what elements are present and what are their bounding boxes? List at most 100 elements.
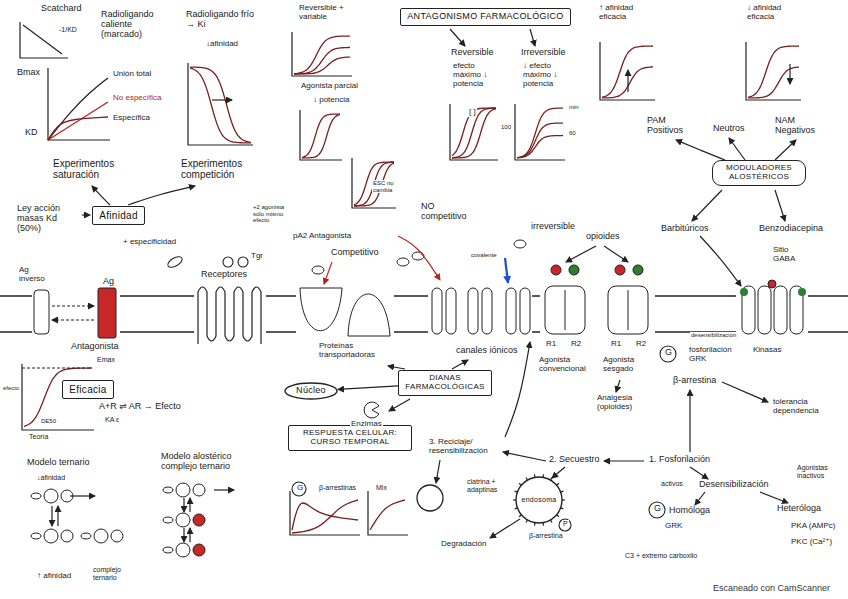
note-label: R2 [570,340,582,349]
membrane-gap [736,284,808,334]
note-label: 60 [568,130,577,137]
boxed-heading: RESPUESTA CELULAR: CURSO TEMPORAL [288,425,412,451]
note-label: R1 [610,340,622,349]
dose-response-curve [602,46,653,97]
clathrin-spike [519,483,521,485]
note-label: efecto [2,385,20,392]
graph-axes [22,364,94,430]
note-label: activos [660,480,684,488]
note-label: Modelo alostérico complejo ternario [160,452,250,472]
note-label: pA2 Antagonista [292,232,352,241]
vesicle [417,485,443,511]
receptor-divider [565,290,566,330]
g-protein-circle [292,482,306,496]
graph-axes [48,68,110,140]
arrow [775,140,796,160]
note-label: R1 [545,340,557,349]
note-label: Agonista sesgado [602,356,650,374]
note-label: Degradación [440,540,487,549]
node-text: Eficacia [69,384,107,395]
note-label: Radioligando frío → Ki [185,10,262,30]
receptor-symbol [176,513,190,527]
inactive-receptor [34,290,49,334]
connector [338,386,398,390]
dose-response-curve [294,47,350,73]
note-label: Barbitúricos [660,224,710,234]
clathrin-spike [551,477,553,480]
channel-subunit [446,288,456,334]
arrow [189,498,190,512]
clathrin-spike [519,515,521,517]
ligand [412,252,424,260]
gaba-subunit [758,286,771,334]
note-label: Modelo ternario [26,458,91,468]
note-label: efecto máximo ↓ potencia [452,62,506,88]
g-protein-curve [292,503,358,530]
graph-axes [300,110,342,160]
arrow [503,452,546,461]
arrow [52,305,94,306]
note-label: β-arrestina [528,532,564,540]
note-label: Kinasas [752,346,782,355]
arrow [450,29,465,46]
node-text: Núcleo [296,386,326,396]
arrow [722,382,768,402]
arrow [52,319,94,320]
ligand [514,240,526,248]
note-label: 2. Secuestro [548,455,601,465]
graph-axes [352,158,396,208]
opioid-receptor [545,286,585,334]
note-label: Neutros [712,124,746,134]
receptor-divider [628,290,629,330]
membrane [0,295,848,296]
note-label: Agonista parcial [300,82,359,91]
clathrin-spike [557,515,559,517]
arrow [389,399,410,411]
node-text: ANTAGONISMO FARMACOLÓGICO [407,12,564,22]
note-label: ↓ efecto máximo ↓ potencia [522,62,576,88]
opioid-ligand [551,265,561,275]
arrow [398,236,440,280]
ligand [312,266,324,274]
arrow [189,528,190,542]
channel-subunit [468,288,478,334]
dose-response-curve [452,108,496,158]
arrow [212,99,232,100]
clathrin-spike [551,520,553,523]
note-label: A+R ⇌ AR → Efecto [98,402,182,412]
clathrin-spike [515,491,518,492]
ligand [163,547,173,553]
membrane [0,331,848,332]
ligand [163,487,173,493]
arrow [388,366,405,369]
ligand [31,533,41,539]
note-label: Enzimas [350,420,383,429]
note-label: Teoría [28,433,49,441]
node-outline [515,476,563,524]
emax-dashed [22,368,92,369]
note-label: Bmax [16,68,41,78]
note-label: 100 [500,124,512,131]
ligand [81,533,91,539]
arrow [505,342,530,437]
note-label: fosforilación GRK [688,346,742,364]
note-label: C3 + extremo carboxilo [624,552,701,560]
clathrin-spike [526,477,528,480]
note-label: PAM Positivos [646,116,694,136]
note-label: KA ε [104,416,120,424]
node-text: DIANAS FARMACOLÓGICAS [405,374,485,392]
arrow [700,236,741,286]
dose-response-curve [190,68,251,143]
transporter [348,294,390,336]
clathrin-spike [513,499,516,500]
arrow [552,467,565,478]
arrow [57,506,58,526]
note-label: G [296,484,304,493]
dose-response-curve [294,36,350,74]
arrow [436,460,440,483]
graph-axes [515,104,565,160]
arrow [51,506,52,526]
arrow [530,29,535,46]
arrow [604,460,644,461]
